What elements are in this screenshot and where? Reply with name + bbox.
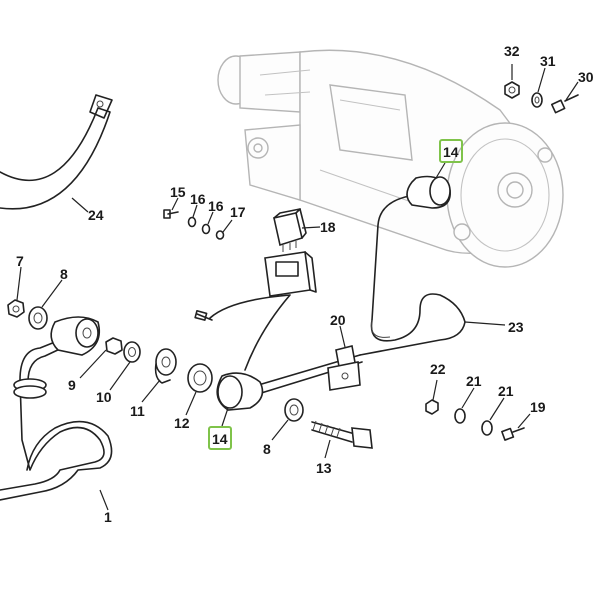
bolt-13 — [311, 420, 373, 449]
washer-10 — [123, 341, 141, 363]
cable-20 — [254, 345, 363, 395]
washer-8-lower — [284, 398, 304, 422]
leader-lines — [16, 64, 579, 511]
callout-20: 20 — [330, 312, 346, 328]
callout-23: 23 — [508, 319, 524, 335]
callout-12: 12 — [174, 415, 190, 431]
bolt-19 — [501, 427, 525, 441]
callout-7: 7 — [16, 253, 24, 269]
highlight-box-14-lower — [208, 426, 232, 450]
terminal-14-lower — [216, 372, 264, 411]
callout-18: 18 — [320, 219, 336, 235]
bushing-12 — [187, 363, 213, 393]
relay-18 — [273, 208, 307, 252]
grommet — [13, 378, 47, 399]
callout-17: 17 — [230, 204, 246, 220]
nut-22 — [425, 399, 439, 415]
highlight-box-14-upper — [439, 139, 463, 163]
bolt-30 — [550, 94, 579, 114]
callout-1: 1 — [104, 509, 112, 525]
washer-16b — [201, 223, 211, 235]
relay-wire — [194, 294, 291, 371]
bushing-11 — [154, 348, 177, 384]
callout-14-upper: 14 — [443, 144, 459, 160]
callout-11: 11 — [130, 403, 145, 419]
nut-7 — [7, 299, 25, 318]
callout-21a: 21 — [466, 373, 482, 389]
nut-9 — [105, 337, 123, 355]
washer-21b — [481, 420, 493, 436]
callout-8-lower: 8 — [263, 441, 271, 457]
washer-31 — [531, 92, 543, 108]
cable-1 — [0, 339, 113, 501]
callout-22: 22 — [430, 361, 446, 377]
relay-bracket — [264, 251, 317, 297]
callout-8-upper: 8 — [60, 266, 68, 282]
nut-32 — [504, 81, 520, 99]
callout-15: 15 — [170, 184, 186, 200]
callout-10: 10 — [96, 389, 112, 405]
callout-14-lower: 14 — [212, 431, 228, 447]
callout-16a: 16 — [190, 191, 206, 207]
terminal-1 — [50, 316, 101, 356]
washer-16a — [187, 216, 197, 228]
callout-16b: 16 — [208, 198, 224, 214]
callout-24: 24 — [88, 207, 104, 223]
callout-13: 13 — [316, 460, 332, 476]
washer-21a — [454, 408, 466, 424]
callout-32: 32 — [504, 43, 520, 59]
screw-15 — [163, 209, 179, 219]
callout-19: 19 — [530, 399, 546, 415]
starter-motor — [217, 49, 564, 268]
strap-24 — [0, 94, 113, 210]
callout-labels: 32 31 30 14 24 15 16 16 17 18 7 8 20 23 … — [16, 43, 594, 525]
callout-9: 9 — [68, 377, 76, 393]
nut-17 — [215, 230, 225, 240]
callout-31: 31 — [540, 53, 556, 69]
callout-21b: 21 — [498, 383, 514, 399]
washer-8-upper — [28, 306, 48, 330]
cable-23 — [359, 175, 466, 356]
callout-30: 30 — [578, 69, 594, 85]
